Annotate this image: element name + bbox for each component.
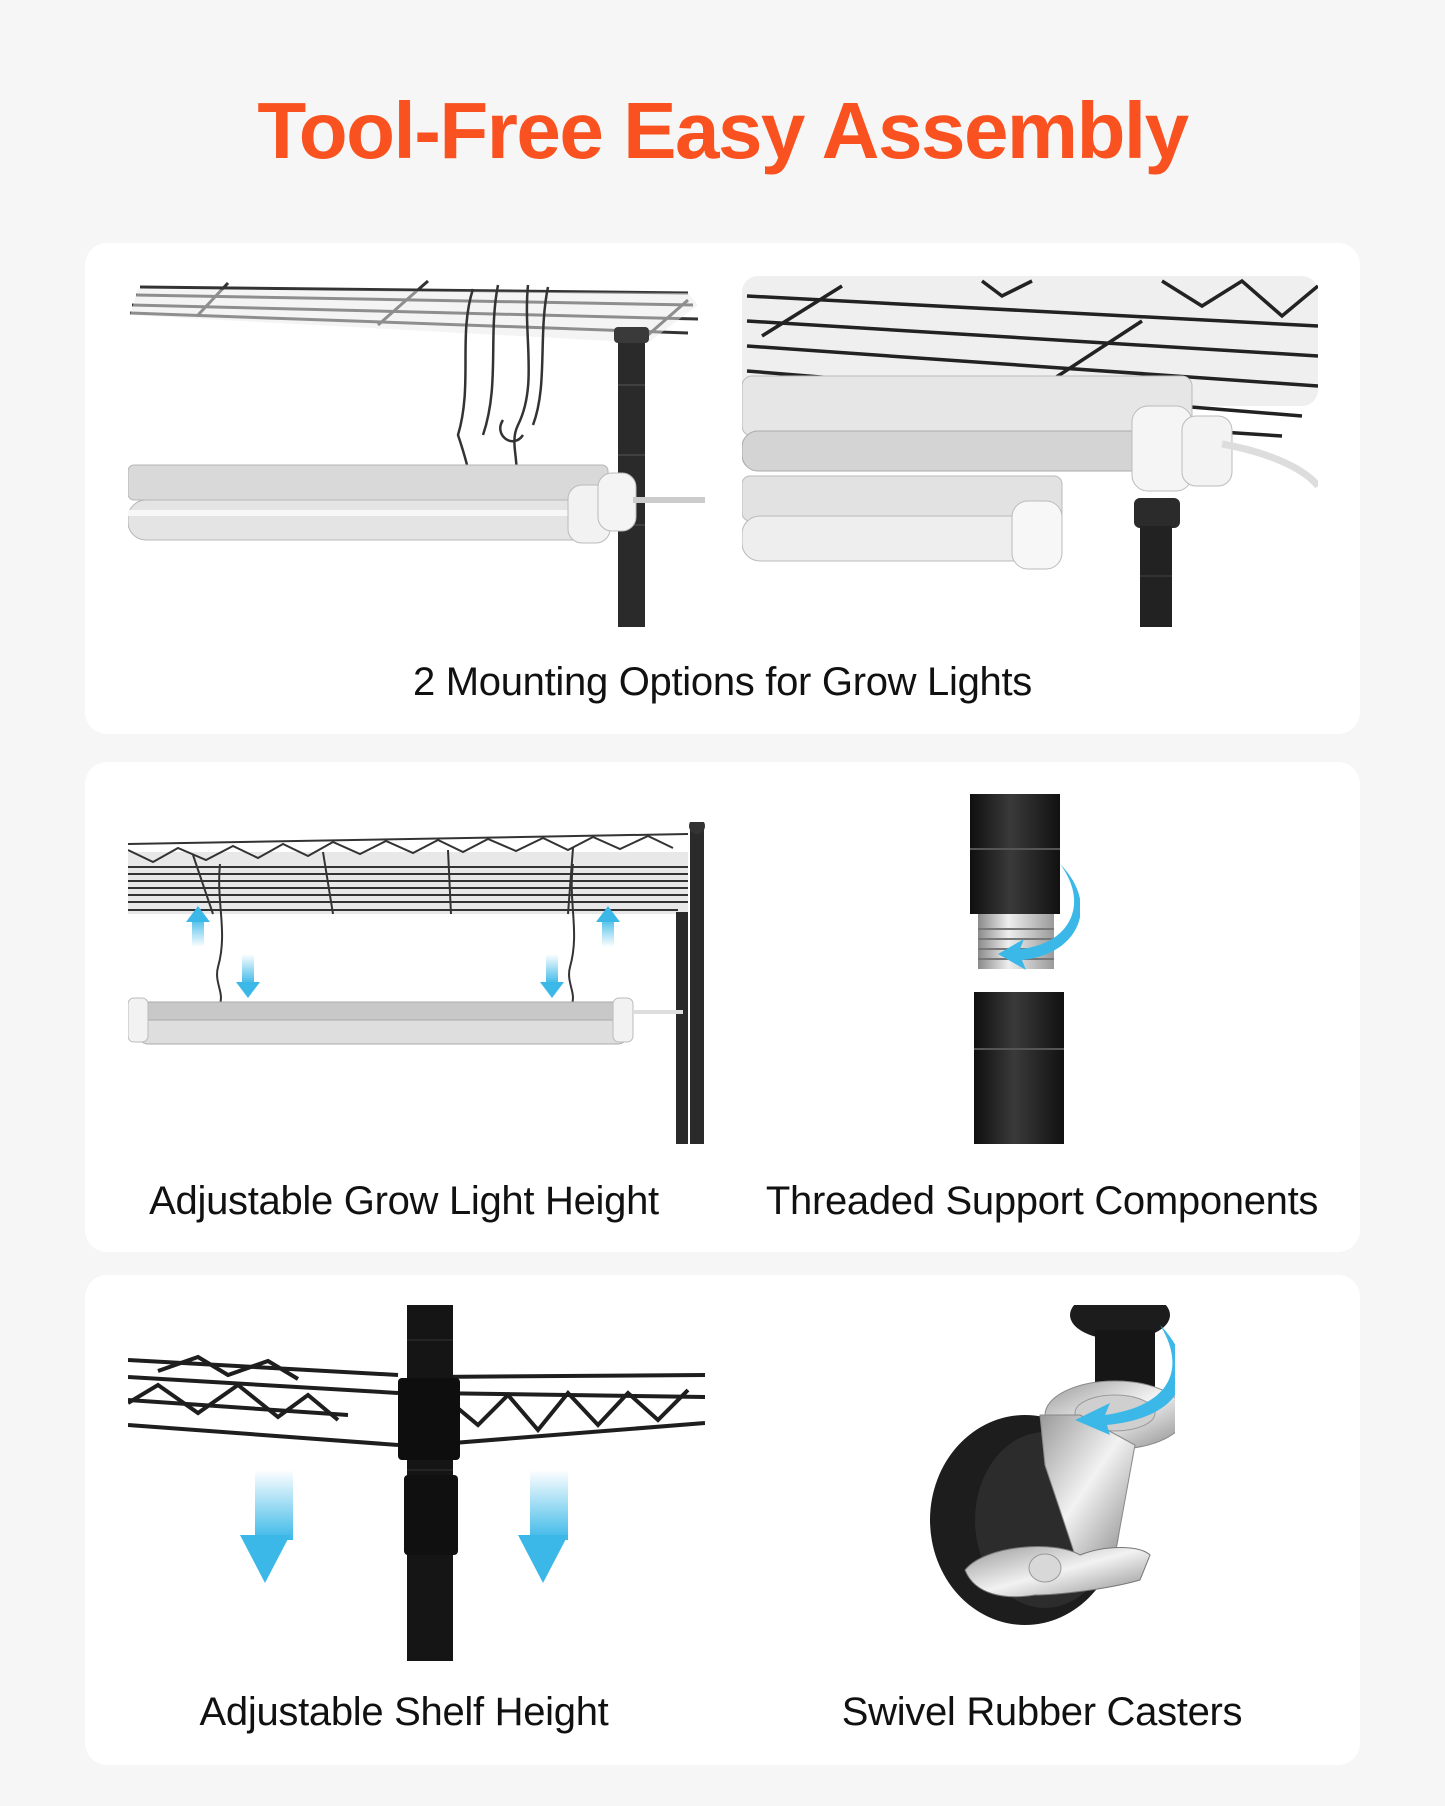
- shelf-sleeve-illustration: [128, 1305, 705, 1661]
- rotate-arrow-icon: [1075, 1325, 1175, 1435]
- clip-mount-photo: [742, 276, 1318, 627]
- adjustable-light-height-caption: Adjustable Grow Light Height: [149, 1179, 659, 1223]
- threaded-support-caption: Threaded Support Components: [765, 1179, 1319, 1223]
- page-title: Tool-Free Easy Assembly: [257, 86, 1189, 175]
- chain-hanging-light-illustration: [128, 279, 705, 627]
- mounting-options-card: 2 Mounting Options for Grow Lights: [85, 243, 1360, 734]
- arrow-up-icon: [186, 906, 210, 947]
- caster-wheel-illustration: [930, 1305, 1175, 1625]
- arrow-up-icon: [596, 906, 620, 947]
- chain-mount-photo: [128, 275, 705, 627]
- threaded-support-photo: [940, 794, 1080, 1144]
- mounting-options-caption: 2 Mounting Options for Grow Lights: [413, 660, 1032, 704]
- features-card-2: Adjustable Shelf Height Swivel Rubber Ca…: [85, 1275, 1360, 1765]
- adjustable-shelf-height-photo: [128, 1305, 705, 1661]
- arrow-down-icon: [236, 954, 260, 998]
- swivel-casters-caption: Swivel Rubber Casters: [841, 1690, 1243, 1734]
- arrow-down-icon: [518, 1470, 568, 1583]
- adjustable-light-height-photo: [128, 822, 705, 1144]
- clip-under-shelf-illustration: [742, 276, 1318, 627]
- arrow-down-icon: [540, 954, 564, 998]
- arrow-down-icon: [240, 1470, 293, 1583]
- adjustable-shelf-height-caption: Adjustable Shelf Height: [199, 1690, 609, 1734]
- rotate-arrow-icon: [998, 864, 1080, 970]
- threaded-pole-illustration: [970, 794, 1080, 1144]
- adjustable-light-illustration: [128, 822, 705, 1144]
- features-card-1: Adjustable Grow Light Height Threaded Su…: [85, 762, 1360, 1252]
- swivel-caster-photo: [905, 1305, 1175, 1635]
